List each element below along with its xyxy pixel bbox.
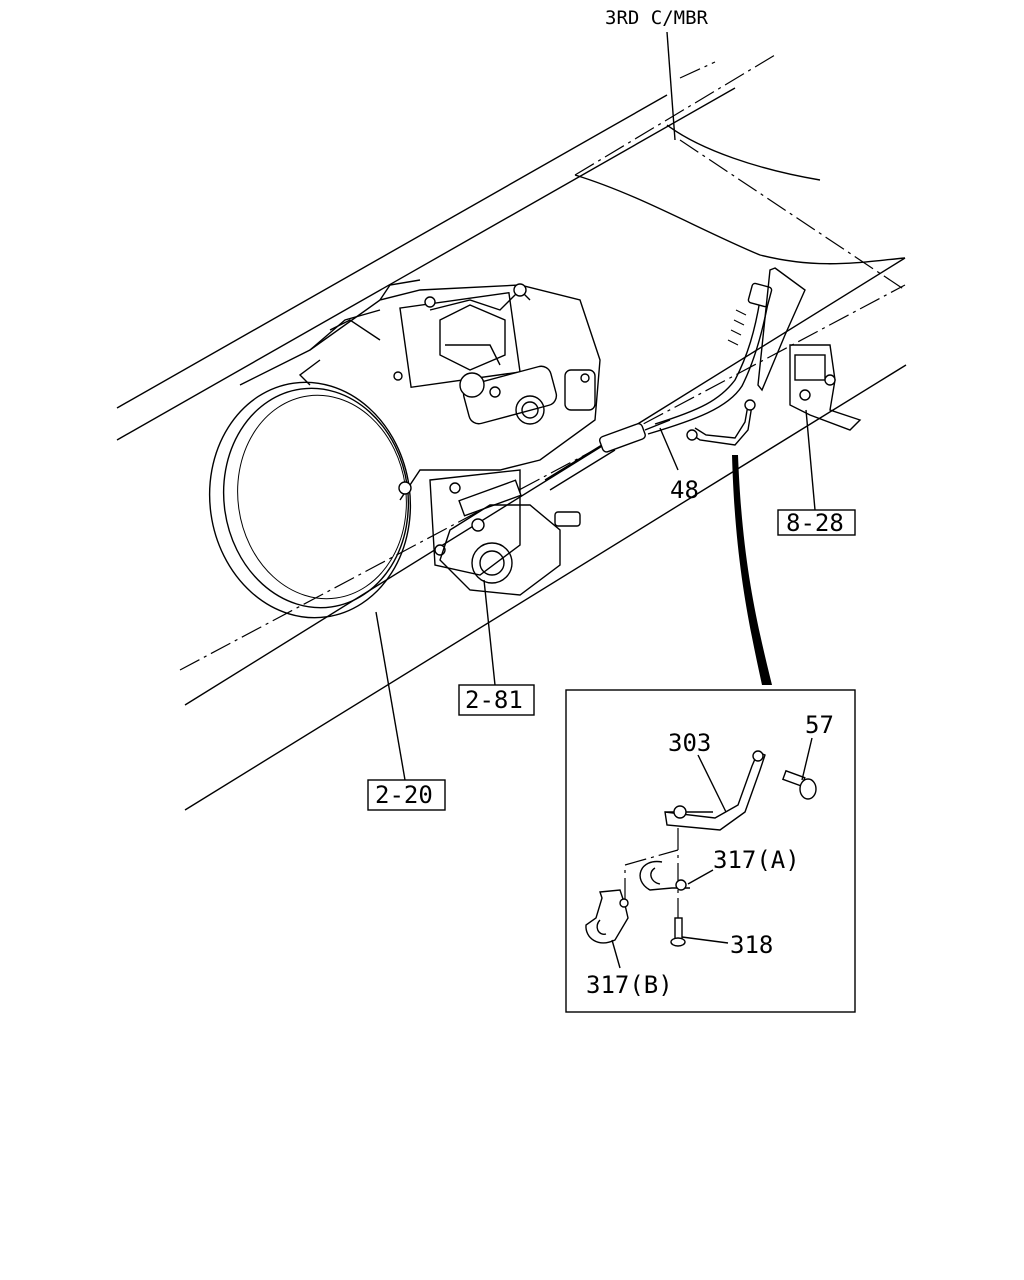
- ref-2-20-leader-line: [375, 611, 406, 781]
- detail-bolt-57: [781, 769, 817, 800]
- ref-2-20-callout: 2-20: [375, 781, 433, 809]
- clip-b-callout: 317(B): [586, 971, 673, 999]
- transmission-assembly: [208, 279, 671, 619]
- bracket-leader-line: [697, 754, 727, 813]
- ref-2-81-callout: 2-81: [465, 686, 523, 714]
- screw-leader-line: [681, 936, 729, 944]
- bolt-callout: 57: [805, 711, 834, 739]
- detail-clip-317b: [585, 889, 629, 944]
- ref-8-28-callout: 8-28: [786, 509, 844, 537]
- screw-callout: 318: [730, 931, 773, 959]
- detail-bracket-303: [664, 750, 766, 831]
- detail-screw-318: [670, 917, 686, 947]
- bolt-leader-line: [801, 737, 813, 781]
- detail-pointer-arrow: [732, 455, 772, 685]
- clutch-hose: [647, 267, 806, 435]
- bracket-callout: 303: [668, 729, 711, 757]
- ref-2-81-leader-line: [483, 579, 496, 686]
- frame-leader-line: [666, 31, 676, 141]
- alignment-line-clip: [624, 849, 679, 900]
- detail-clip-317a: [639, 860, 690, 891]
- clip-a-callout: 317(A): [713, 846, 800, 874]
- clip-b-leader-line: [611, 939, 621, 969]
- chassis-frame: [116, 54, 907, 811]
- hose-leader-line: [659, 427, 679, 471]
- valve-bracket: [789, 344, 862, 431]
- ref-8-28-box: [777, 509, 856, 536]
- ref-2-20-box: [367, 779, 446, 811]
- clip-a-leader-line: [687, 869, 714, 885]
- ref-8-28-leader-line: [805, 409, 816, 511]
- hose-callout: 48: [670, 476, 699, 504]
- detail-box: [565, 689, 856, 1013]
- bracket-small-view: [686, 399, 756, 446]
- frame-label: 3RD C/MBR: [605, 7, 709, 29]
- ref-2-81-box: [458, 684, 535, 716]
